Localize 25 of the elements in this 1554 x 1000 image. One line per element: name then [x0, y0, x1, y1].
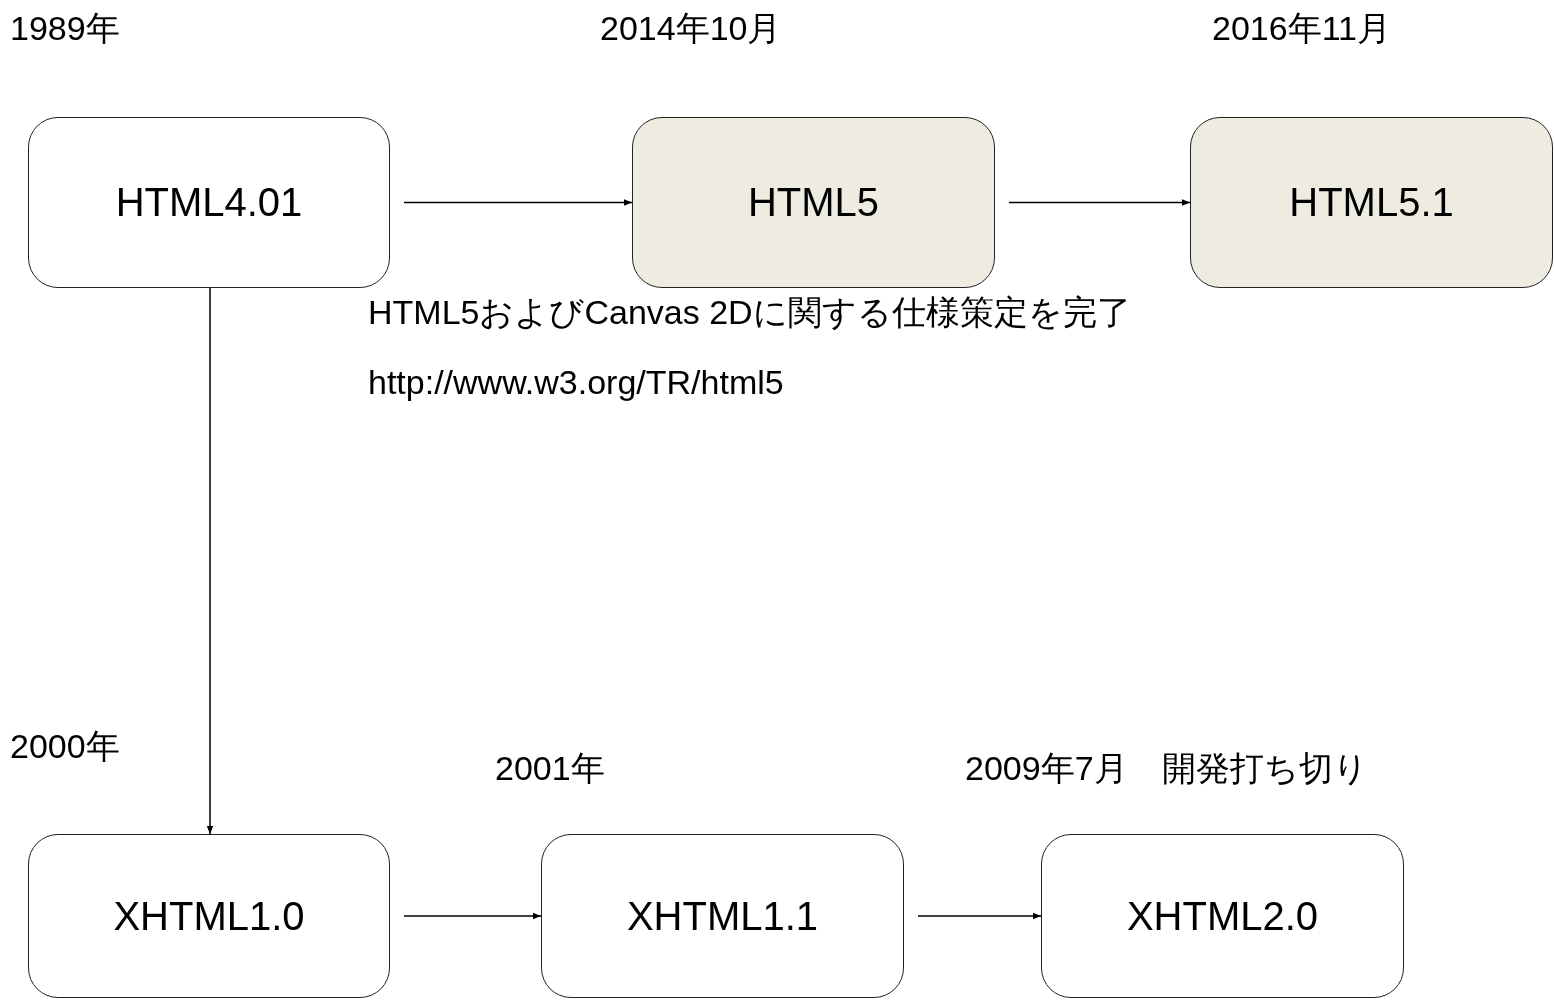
date-label: 2014年10月 [600, 8, 782, 49]
note-text: http://www.w3.org/TR/html5 [368, 362, 784, 403]
box-label: HTML5.1 [1289, 180, 1454, 225]
date-label: 2016年11月 [1212, 8, 1391, 49]
process-box [28, 834, 390, 998]
note-text: HTML5およびCanvas 2Dに関する仕様策定を完了 [368, 292, 1131, 333]
box-label: XHTML1.1 [626, 893, 819, 939]
process-box [1041, 834, 1404, 998]
box-label: XHTML1.0 [113, 893, 305, 939]
arrow [1008, 199, 1191, 206]
date-label: 2000年 [10, 726, 120, 767]
box-label: XHTML2.0 [1126, 893, 1319, 939]
arrow [403, 199, 633, 206]
arrow [206, 287, 214, 835]
date-label: 1989年 [10, 8, 120, 49]
box-label: HTML5 [747, 180, 880, 225]
process-box [1190, 117, 1553, 288]
process-box [632, 117, 995, 288]
arrow [917, 912, 1042, 920]
date-label: 2009年7月 開発打ち切り [965, 748, 1368, 789]
process-box [28, 117, 390, 288]
box-label: HTML4.01 [115, 180, 303, 225]
process-box [541, 834, 904, 998]
date-label: 2001年 [495, 748, 605, 789]
arrow [403, 912, 542, 920]
